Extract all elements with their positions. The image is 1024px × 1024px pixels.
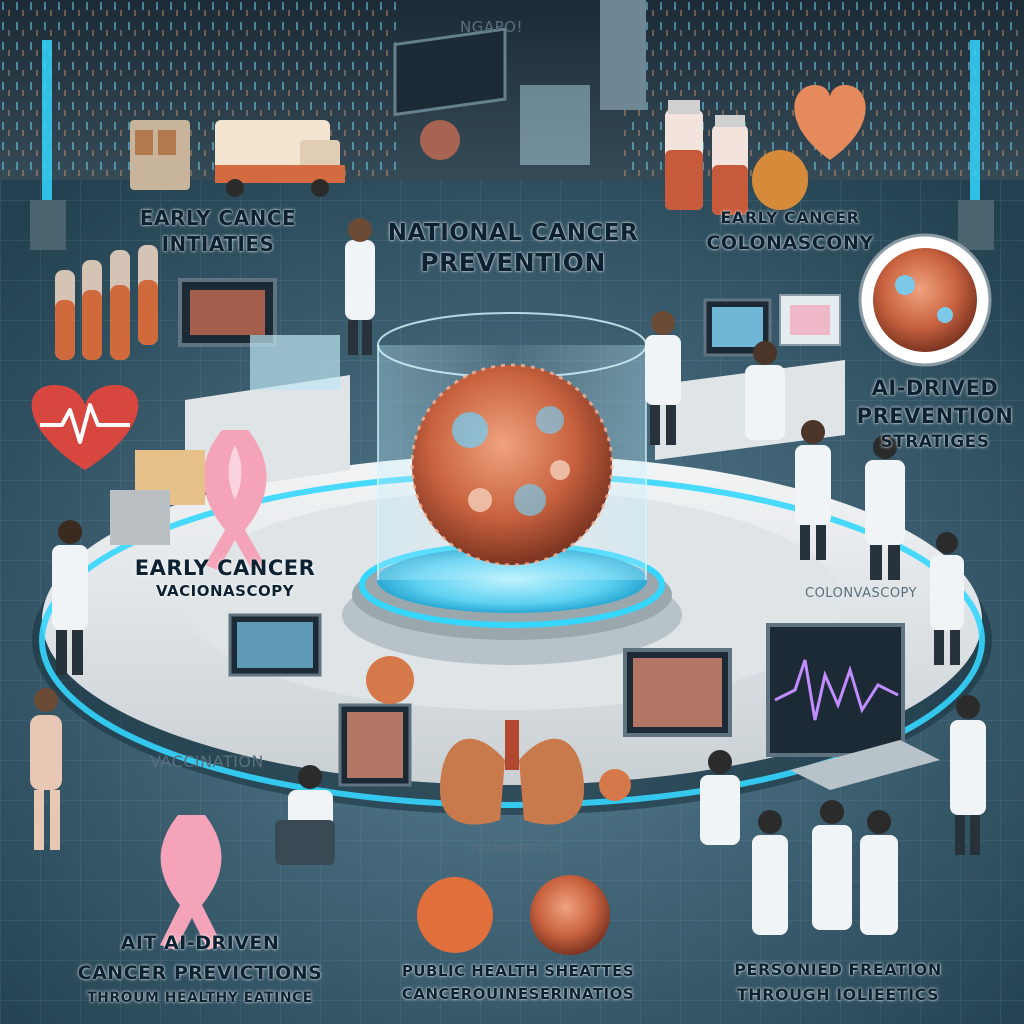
waveform-monitor [766,623,940,790]
heart-icon [794,85,866,160]
label-ai-line2: PREVENTION [856,404,1014,428]
top-sign: NGAPO! [460,18,523,36]
label-bottom-left-line3: THROUM HEALTHY EATINCE [87,990,313,1006]
label-ai-line3: STRATIGES [880,432,990,452]
ceiling-pillar [600,0,646,110]
doctor-figure-icon [275,765,335,865]
label-lungs-sign: TOLNNATEOTO [470,842,558,855]
patient-figure-icon [30,688,62,850]
vial-icon [665,100,808,215]
cell-sample-icon [858,233,992,367]
label-early-vacc-line2: VACIONASCOPY [155,582,295,600]
doctor-figure-icon [745,341,785,440]
label-bottom-center-line1: PUBLIC HEALTH SHEATTES [401,962,635,980]
doctor-figure-icon [345,218,375,355]
label-vaccination: VACCINATION [150,752,264,771]
label-national-line1: NATIONAL CANCER [387,220,639,246]
doctor-figure-icon [645,311,681,445]
lungs-icon [440,720,584,825]
label-early-vacc-line1: EARLY CANCER [134,556,316,580]
label-colonoscopy-top-line1: EARLY CANCER [720,208,860,227]
doctor-figure-icon [752,810,788,935]
doctor-figure-icon [812,800,852,930]
label-bottom-left-line2: CANCER PREVICTIONS [77,962,323,984]
label-colonoscopy-top-line2: COLONASCONY [706,232,874,254]
center-right-monitor [623,648,732,737]
doctor-figure-icon [795,420,831,560]
test-tube-icon [55,245,158,360]
left-station [178,278,350,495]
label-colo-sign: COLONVASCOPY [805,586,918,601]
supply-boxes [110,450,205,545]
label-ai-line1: AI-DRIVED [871,376,999,400]
doctor-figure-icon [860,810,898,935]
orange-sphere [599,769,631,801]
doctor-figure-icon [865,435,905,580]
doctor-figure-icon [950,695,986,855]
label-national-line2: PREVENTION [420,248,606,277]
heart-monitor-icon [31,385,139,470]
label-bottom-right-line2: THROUGH IOLIEETICS [736,985,940,1004]
ambulance-icon [215,120,345,197]
orange-sphere [366,656,414,704]
lower-left-monitor [228,613,412,787]
label-bottom-left-line1: AIT AI-DRIVEN [120,932,280,954]
cancer-cell-icon [410,363,614,567]
pink-ribbon-icon [160,815,222,950]
top-center-monitors [393,27,590,165]
doctor-figure-icon [52,520,88,675]
cancer-cell-icon [530,875,610,955]
orange-fruit [417,877,493,953]
doctor-figure-icon [930,532,964,665]
label-bottom-right-line1: PERSONIED FREATION [734,960,942,979]
label-early-initiatives-line1: EARLY CANCE [139,206,297,230]
doctor-figure-icon [700,750,740,845]
pink-ribbon-icon [203,430,267,570]
supply-shelf [130,120,190,190]
label-early-initiatives-line2: INTIATIES [161,232,275,256]
neon-pillars [30,40,994,250]
label-bottom-center-line2: CANCEROUINESERINATIOS [401,985,635,1003]
